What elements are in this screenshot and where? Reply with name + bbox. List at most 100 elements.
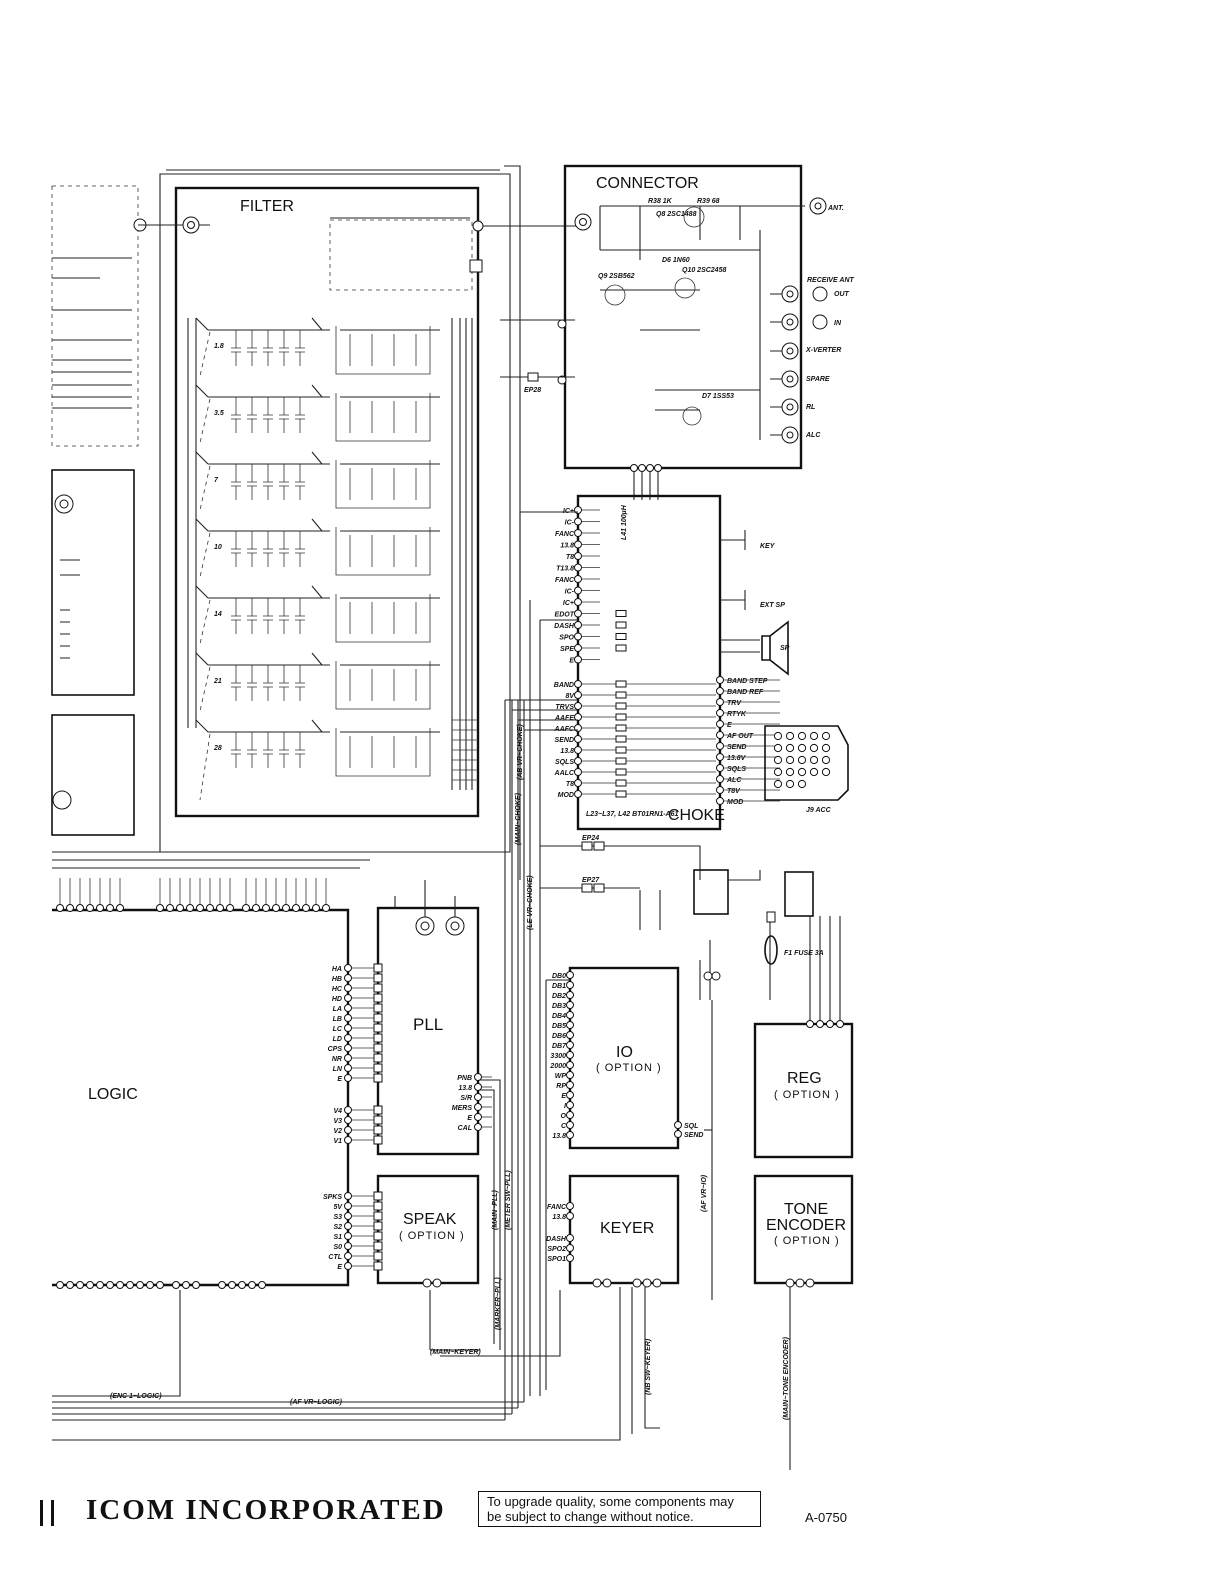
label-rl: RL [806, 404, 815, 411]
choke-top-pin [574, 529, 582, 537]
logic-top-pin [76, 904, 84, 912]
choke-right-pin [716, 687, 724, 695]
io-pin [566, 1121, 574, 1129]
reg-block: REG ( OPTION ) [753, 1020, 854, 1159]
harness-main-tone: (MAIN~TONE ENCODER) [783, 1336, 790, 1420]
io-label-10: WP [555, 1073, 567, 1080]
io-label-11: RP [556, 1083, 566, 1090]
choke-right-label-10: T8V [727, 788, 741, 795]
keyer-pin [566, 1254, 574, 1262]
choke-top-coil [615, 633, 627, 640]
pll-left-logic-pin [344, 994, 352, 1002]
logic-bottom-pin [156, 1281, 164, 1289]
logic-bottom-pin [116, 1281, 124, 1289]
choke-top-pin [574, 598, 582, 606]
pll-left-label-5: LB [333, 1016, 342, 1023]
pll-right-pin [474, 1083, 482, 1091]
io-option: ( OPTION ) [596, 1062, 662, 1074]
choke-left-pin [574, 702, 582, 710]
band-switch-in [195, 719, 209, 733]
acc-socket-pin [797, 779, 807, 789]
band-relay-frame [335, 326, 431, 375]
speak-pin [373, 1211, 383, 1221]
change-notice-box: To upgrade quality, some components may … [478, 1491, 761, 1527]
speak-label-6: CTL [328, 1254, 342, 1261]
choke-top-pin [574, 644, 582, 652]
choke-left-pin [574, 746, 582, 754]
filter-capacitor [279, 397, 289, 433]
logic-top-pin [166, 904, 174, 912]
choke-left-pin [574, 768, 582, 776]
logic-top-pin [116, 904, 124, 912]
harness-af-vr-logic: (AF VR~LOGIC) [290, 1399, 343, 1406]
io-label-12: E [561, 1093, 566, 1100]
logic-bottom-pin [182, 1281, 190, 1289]
logic-bottom-pin [192, 1281, 200, 1289]
logic-bottom-pin [146, 1281, 154, 1289]
choke-right-label-3: RTYK [727, 711, 747, 718]
label-alc: ALC [805, 432, 821, 439]
pll-left-pin [373, 1043, 383, 1053]
band-label-5: 21 [213, 678, 222, 685]
harness-main-keyer: (MAIN~KEYER) [430, 1349, 481, 1356]
pll-left-pin [373, 1125, 383, 1135]
filter-capacitor [295, 598, 305, 634]
part-q8: Q8 2SC1488 [656, 211, 697, 218]
acc-socket-pin [809, 731, 819, 741]
pll-left-pin [373, 1013, 383, 1023]
logic-top-pin [206, 904, 214, 912]
io-label-0: DB0 [552, 973, 566, 980]
io-pin [566, 1041, 574, 1049]
choke-top-pin [574, 632, 582, 641]
band-switch-out [311, 384, 323, 398]
harness-marker-pll: (MARKER~PLL) [495, 1277, 502, 1330]
speak-pin [373, 1251, 383, 1261]
pll-right-pin [474, 1073, 482, 1081]
pll-title: PLL [413, 1015, 443, 1034]
choke-coil [615, 691, 627, 699]
filter-capacitor [231, 464, 241, 500]
company-name: ICOM INCORPORATED [86, 1494, 446, 1526]
choke-top-label-11: SPO [559, 635, 574, 642]
band-switch-in [195, 652, 209, 666]
logic-top-pin [302, 904, 310, 912]
io-label-16: 13.8 [552, 1133, 566, 1140]
choke-left-label-1: 8V [565, 693, 575, 700]
io-pin [566, 1131, 574, 1139]
choke-right-pin [716, 742, 724, 750]
logic-bottom-pin [238, 1281, 246, 1289]
tone-title-2: ENCODER [766, 1217, 846, 1234]
part-ep21: EP27 [582, 877, 600, 884]
pll-right-pin [474, 1123, 482, 1131]
choke-left-label-0: BAND [554, 682, 574, 689]
choke-top-pin [574, 655, 582, 664]
speak-pin [373, 1261, 383, 1271]
band-link [199, 398, 211, 444]
keyer-pin [566, 1244, 574, 1252]
choke-top-label-1: IC- [565, 520, 575, 527]
logic-bottom-pin [218, 1281, 226, 1289]
choke-left-label-7: SQLS [555, 759, 574, 766]
pll-left-pin [373, 1063, 383, 1073]
choke-left-label-6: 13.8 [560, 748, 574, 755]
io-pin [566, 1001, 574, 1009]
choke-top-pin [574, 586, 582, 595]
io-label-4: DB4 [552, 1013, 566, 1020]
choke-right-label-1: BAND REF [727, 689, 764, 696]
logic-bottom-pin [248, 1281, 256, 1289]
io-pin [566, 991, 574, 999]
filter-capacitor [247, 665, 257, 701]
io-label-1: DB1 [552, 983, 566, 990]
harness-ab-vr-choke: (AB VR~CHOKE) [517, 724, 524, 780]
band-link [199, 532, 211, 578]
logic-bottom-pin [172, 1281, 180, 1289]
choke-right-label-9: ALC [726, 777, 742, 784]
io-pin [566, 1011, 574, 1019]
acc-socket-pin [773, 767, 783, 777]
choke-right-pin [716, 764, 724, 772]
logic-bottom-pin [136, 1281, 144, 1289]
speak-pin [373, 1231, 383, 1241]
choke-top-label-10: DASH [554, 623, 575, 630]
pll-left-logic-pin [344, 1034, 352, 1042]
choke-right-pin [716, 709, 724, 717]
